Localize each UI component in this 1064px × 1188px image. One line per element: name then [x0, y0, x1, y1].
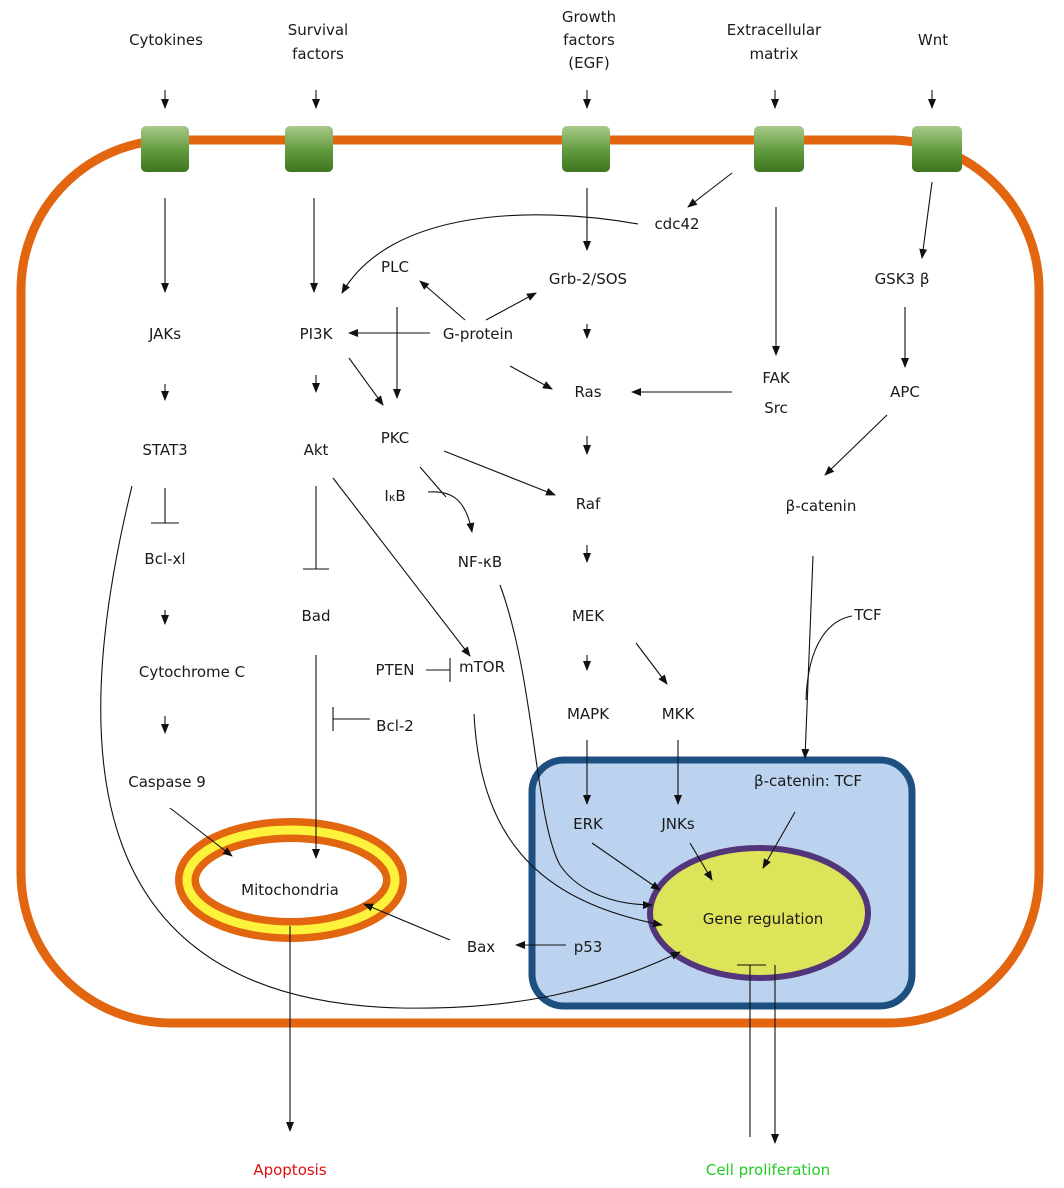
node-erk: ERK — [573, 815, 604, 833]
node-mapk: MAPK — [567, 705, 610, 723]
node-cytochrome-c: Cytochrome C — [139, 663, 245, 681]
node-mkk: MKK — [662, 705, 696, 723]
node-mek: MEK — [572, 607, 605, 625]
outcome-cell-proliferation: Cell proliferation — [706, 1161, 830, 1179]
signal-wnt: Wnt — [918, 31, 948, 49]
node-bax: Bax — [467, 938, 495, 956]
node-nfkb: NF-κB — [458, 553, 502, 571]
receptor-wnt — [912, 126, 962, 172]
signal-growth-line1: Growth — [562, 8, 616, 26]
node-akt: Akt — [304, 441, 329, 459]
node-jaks: JAKs — [148, 325, 181, 343]
pathway-connectors — [100, 90, 936, 1144]
node-p53: p53 — [574, 938, 603, 956]
node-ras: Ras — [574, 383, 601, 401]
cell-membrane — [16, 135, 1044, 1028]
signal-ecm-line1: Extracellular — [727, 21, 822, 39]
node-grb2sos: Grb-2/SOS — [549, 270, 627, 288]
signal-growth-line3: (EGF) — [568, 54, 609, 72]
signal-ecm-line2: matrix — [750, 45, 799, 63]
receptor-survival — [285, 126, 333, 172]
node-mtor: mTOR — [459, 658, 505, 676]
receptor-ecm — [754, 126, 804, 172]
outcome-apoptosis: Apoptosis — [253, 1161, 327, 1179]
signal-growth-line2: factors — [563, 31, 615, 49]
node-plc: PLC — [381, 258, 409, 276]
node-gene-regulation: Gene regulation — [703, 910, 824, 928]
receptor-cytokines — [141, 126, 189, 172]
node-mitochondria: Mitochondria — [241, 881, 339, 899]
node-pten: PTEN — [376, 661, 415, 679]
signal-cytokines: Cytokines — [129, 31, 203, 49]
mitochondria-interior — [201, 843, 381, 917]
node-pkc: PKC — [381, 429, 410, 447]
signal-survival-line1: Survival — [288, 21, 348, 39]
node-raf: Raf — [576, 495, 601, 513]
receptor-growth — [562, 126, 610, 172]
node-g-protein: G-protein — [443, 325, 513, 343]
node-ikb: IκB — [384, 487, 405, 505]
node-bad: Bad — [301, 607, 330, 625]
node-bcl2: Bcl-2 — [376, 717, 414, 735]
node-caspase9: Caspase 9 — [128, 773, 206, 791]
node-bcatenin: β-catenin — [786, 497, 857, 515]
signal-survival-line2: factors — [292, 45, 344, 63]
mitochondria-inner-ring — [182, 825, 400, 935]
node-cdc42: cdc42 — [654, 215, 699, 233]
node-bclxl: Bcl-xl — [144, 550, 185, 568]
node-pi3k: PI3K — [300, 325, 334, 343]
node-apc: APC — [890, 383, 920, 401]
node-jnks: JNKs — [660, 815, 694, 833]
node-bcatenin-tcf: β-catenin: TCF — [754, 772, 862, 790]
node-fak: FAK — [762, 369, 791, 387]
node-tcf: TCF — [853, 606, 881, 624]
node-src: Src — [764, 399, 788, 417]
node-stat3: STAT3 — [142, 441, 187, 459]
node-gsk3b: GSK3 β — [875, 270, 930, 288]
